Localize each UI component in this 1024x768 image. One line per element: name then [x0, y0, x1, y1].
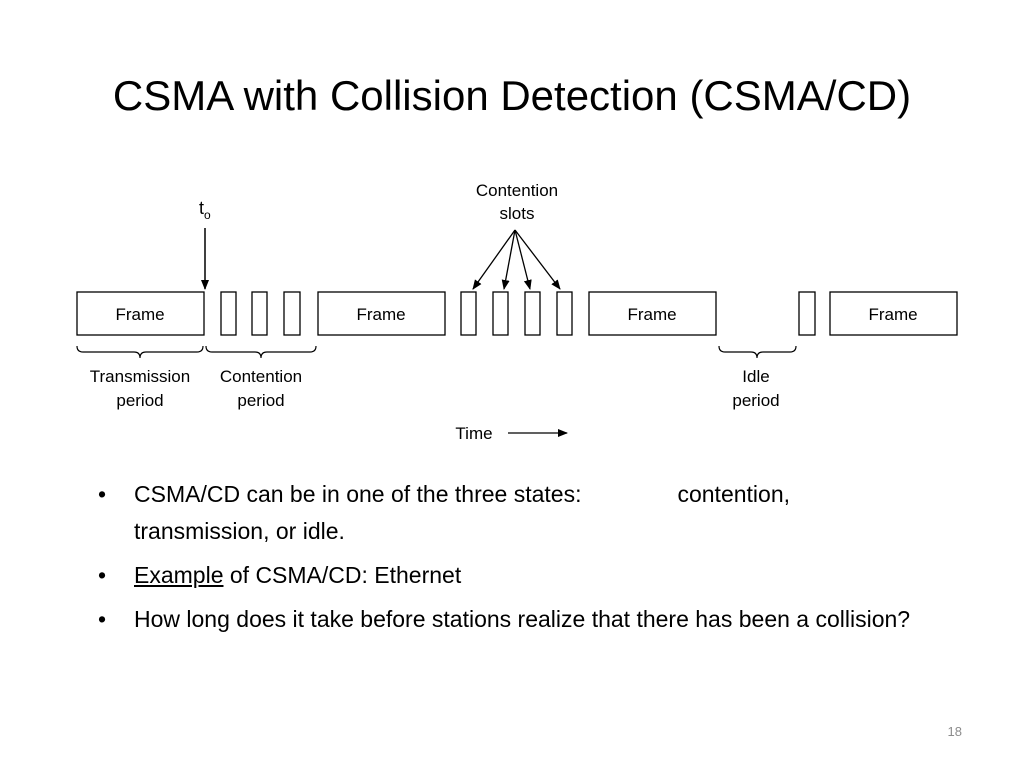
- bullet-text: of CSMA/CD: Ethernet: [223, 562, 462, 588]
- frame-label: Frame: [627, 305, 676, 324]
- frame-box: [588, 291, 717, 336]
- contention-slot-box: [492, 291, 509, 336]
- transmission-period-label-line1: Transmission: [90, 367, 190, 386]
- transmission-period-brace: [76, 345, 204, 359]
- contention-slot-box: [556, 291, 573, 336]
- contention-slot-arrow: [501, 229, 516, 290]
- contention-slots-label-line2: slots: [500, 204, 535, 223]
- contention-slot-box: [283, 291, 301, 336]
- contention-slot-box: [251, 291, 268, 336]
- bullet-item: Example of CSMA/CD: Ethernet: [96, 557, 976, 594]
- frame-label: Frame: [868, 305, 917, 324]
- frame-box: [76, 291, 205, 336]
- frame-label: Frame: [115, 305, 164, 324]
- frame-box: [317, 291, 446, 336]
- contention-slot-box: [460, 291, 477, 336]
- transmission-period-label-line2: period: [116, 391, 163, 410]
- frame-box: [829, 291, 958, 336]
- contention-period-label-line2: period: [237, 391, 284, 410]
- t0-label: to: [199, 198, 211, 222]
- bullet-text: How long does it take before stations re…: [134, 606, 911, 632]
- contention-slot-arrow: [472, 229, 516, 290]
- idle-period-brace: [718, 345, 797, 359]
- bullet-list: CSMA/CD can be in one of the three state…: [96, 476, 976, 645]
- slide-number: 18: [947, 724, 962, 739]
- bullet-text: transmission, or idle.: [134, 518, 345, 544]
- contention-period-label-line1: Contention: [220, 367, 302, 386]
- example-link[interactable]: Example: [134, 562, 224, 588]
- contention-slot-arrow: [514, 229, 561, 290]
- slide-title: CSMA with Collision Detection (CSMA/CD): [112, 72, 912, 119]
- idle-period-label-line2: period: [732, 391, 779, 410]
- idle-period-label-line1: Idle: [742, 367, 769, 386]
- bullet-item: CSMA/CD can be in one of the three state…: [96, 476, 976, 550]
- time-label: Time: [455, 424, 492, 443]
- bullet-text: CSMA/CD can be in one of the three state…: [134, 481, 582, 507]
- contention-slots-label-line1: Contention: [476, 181, 558, 200]
- frame-label: Frame: [356, 305, 405, 324]
- csma-cd-timeline-diagram: to Contention slots Frame Frame Frame Fr…: [76, 181, 958, 443]
- contention-slot-arrow: [514, 229, 532, 290]
- bullet-text: contention,: [677, 481, 790, 507]
- contention-slot-box: [798, 291, 816, 336]
- contention-slot-box: [524, 291, 541, 336]
- contention-slot-box: [220, 291, 237, 336]
- contention-period-brace: [205, 345, 317, 359]
- bullet-item: How long does it take before stations re…: [96, 601, 976, 638]
